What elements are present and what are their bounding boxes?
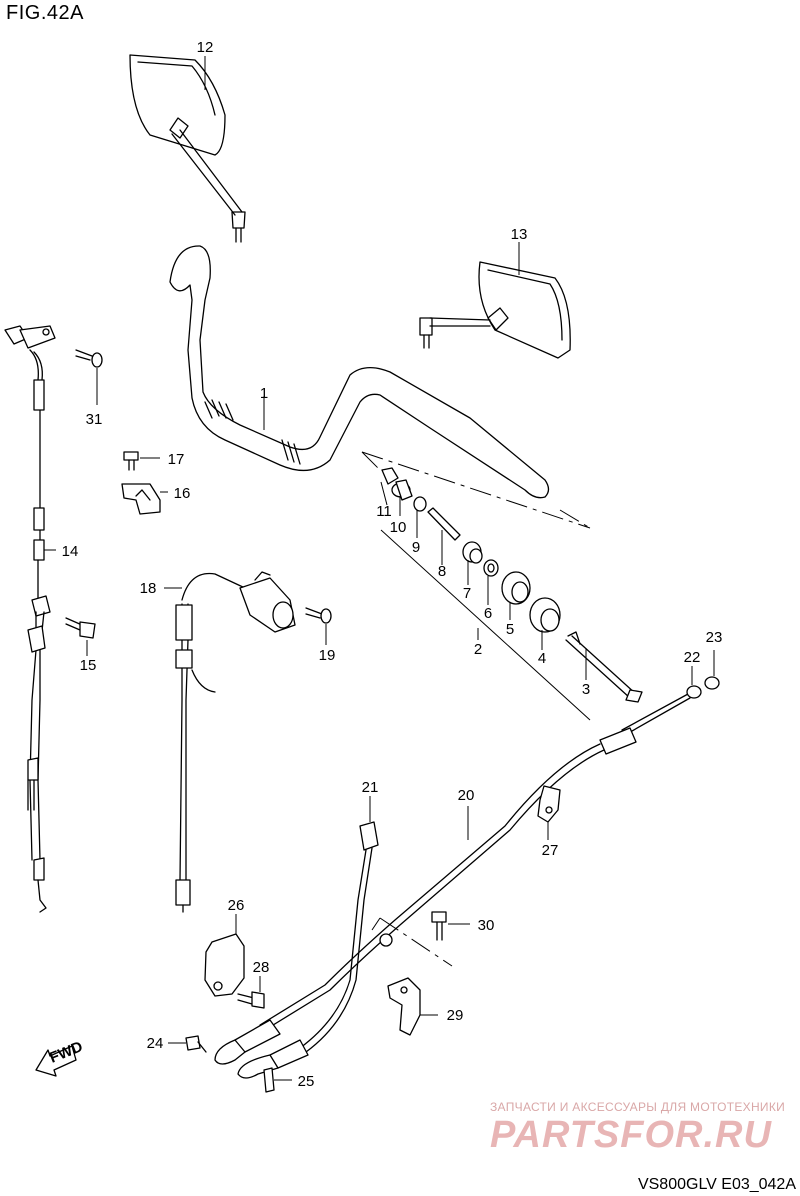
callout-11: 11 [376, 503, 392, 520]
callout-25: 25 [298, 1073, 315, 1090]
callout-5: 5 [506, 621, 514, 638]
bar-end-weight-parts [381, 467, 643, 703]
callout-24: 24 [147, 1035, 164, 1052]
nut-23 [704, 676, 720, 690]
callout-30: 30 [478, 917, 495, 934]
bolt-17 [123, 451, 139, 471]
callout-13: 13 [511, 226, 528, 243]
screw-28 [237, 991, 265, 1009]
watermark-logo: PARTSFOR.RU [490, 1114, 772, 1156]
callout-3: 3 [582, 681, 590, 698]
watermark-tagline: ЗАПЧАСТИ И АКСЕССУАРЫ ДЛЯ МОТОТЕХНИКИ [490, 1100, 786, 1114]
clutch-cable [4, 325, 56, 913]
cover-26 [204, 933, 245, 997]
callout-28: 28 [253, 959, 270, 976]
callout-17: 17 [168, 451, 185, 468]
pin-24 [185, 1035, 207, 1053]
callout-1: 1 [260, 385, 268, 402]
left-mirror [129, 54, 246, 243]
bracket-16 [121, 483, 161, 515]
clip-25 [263, 1067, 275, 1093]
callout-7: 7 [463, 585, 471, 602]
callout-15: 15 [80, 657, 97, 674]
callout-12: 12 [197, 39, 214, 56]
figure-title: FIG.42A [6, 2, 84, 24]
callout-9: 9 [412, 539, 420, 556]
bolt-15 [65, 617, 96, 639]
callout-2: 2 [474, 641, 482, 658]
forward-arrow: FWD [35, 1038, 85, 1077]
choke-cable [175, 571, 296, 913]
bolt-30 [431, 911, 447, 941]
throttle-cable-20 [214, 693, 691, 1065]
callout-4: 4 [538, 650, 546, 667]
right-mirror [419, 261, 571, 359]
callout-21: 21 [362, 779, 379, 796]
callout-6: 6 [484, 605, 492, 622]
callout-19: 19 [319, 647, 336, 664]
callout-23: 23 [706, 629, 723, 646]
bracket-27 [537, 785, 561, 823]
callout-20: 20 [458, 787, 475, 804]
callout-18: 18 [140, 580, 157, 597]
nut-22 [686, 685, 702, 699]
figure-code: VS800GLV E03_042A [637, 1176, 796, 1193]
callout-8: 8 [438, 563, 446, 580]
callout-16: 16 [174, 485, 191, 502]
screw-31 [75, 349, 103, 368]
bracket-29 [379, 933, 421, 1036]
callout-22: 22 [684, 649, 701, 666]
callout-14: 14 [62, 543, 79, 560]
callout-29: 29 [447, 1007, 464, 1024]
callout-27: 27 [542, 842, 559, 859]
handlebar [169, 245, 550, 499]
callout-10: 10 [390, 519, 407, 536]
callout-26: 26 [228, 897, 245, 914]
callout-31: 31 [86, 411, 103, 428]
throttle-cable-21 [237, 821, 379, 1079]
screw-19 [305, 607, 332, 624]
